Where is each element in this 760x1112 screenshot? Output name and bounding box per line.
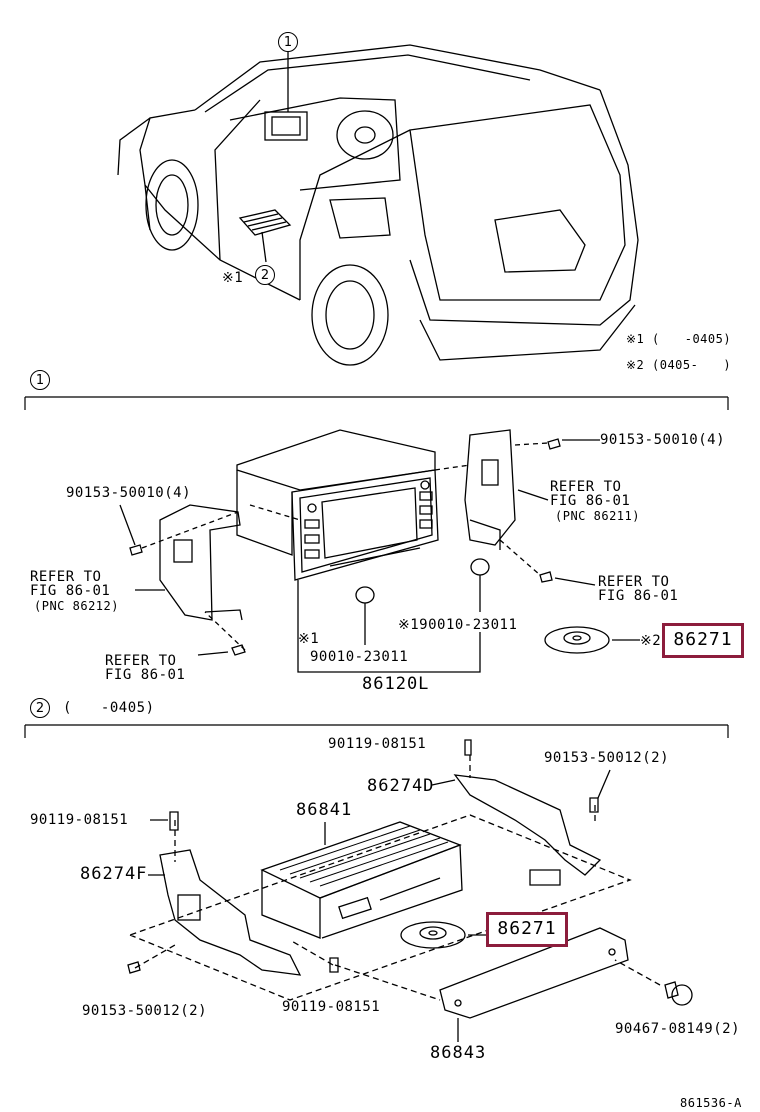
s2-bracket-left-label: 86274F xyxy=(80,864,148,884)
s1-disc-part-highlight: 86271 xyxy=(662,623,744,658)
s1-knob-left-mark: ※1 xyxy=(298,631,320,647)
s1-refer-right-bottom-l2: FIG 86-01 xyxy=(598,588,679,604)
section1-frame xyxy=(24,396,729,410)
s1-knob-right-label: ※190010-23011 xyxy=(398,617,518,633)
section2-frame xyxy=(24,724,729,738)
s1-knob-left-label: 90010-23011 xyxy=(310,649,409,665)
vehicle-illustration xyxy=(117,44,639,366)
s1-refer-right-top-l2: FIG 86-01 xyxy=(550,493,631,509)
section2-range: ( -0405) xyxy=(63,700,155,716)
s1-refer-bottom-left-l2: FIG 86-01 xyxy=(105,667,186,683)
s2-screw-right-label: 90153-50012(2) xyxy=(544,750,670,766)
s2-screw-left-label: 90153-50012(2) xyxy=(82,1003,208,1019)
s2-clip-label: 90467-08149(2) xyxy=(615,1021,741,1037)
figure-id: 861536-A xyxy=(680,1096,742,1110)
s2-bolt-top-label: 90119-08151 xyxy=(328,736,427,752)
callout-2-car: 2 xyxy=(255,265,275,285)
car-note-mark: ※1 xyxy=(222,270,244,286)
legend-note-1: ※1 ( -0405) xyxy=(626,332,732,346)
player-drawing xyxy=(127,739,693,1042)
s2-player-label: 86841 xyxy=(296,800,353,820)
s2-bolt-left-label: 90119-08151 xyxy=(30,812,129,828)
head-unit-drawing xyxy=(119,429,640,673)
s1-disc-mark: ※2 xyxy=(640,633,662,649)
callout-1-car: 1 xyxy=(278,32,298,52)
s1-refer-bottom-left-l1: REFER TO xyxy=(105,653,177,669)
s1-refer-right-bottom-l1: REFER TO xyxy=(598,574,670,590)
s2-bracket-right-label: 86274D xyxy=(367,776,435,796)
section2-callout: 2 xyxy=(30,698,50,718)
s2-bolt-bottom-label: 90119-08151 xyxy=(282,999,381,1015)
s1-refer-left-l1: REFER TO xyxy=(30,569,102,585)
s1-refer-right-top-l3: (PNC 86211) xyxy=(555,509,640,523)
s1-refer-right-top-l1: REFER TO xyxy=(550,479,622,495)
s1-screw-left-label: 90153-50010(4) xyxy=(66,485,192,501)
s2-cover-label: 86843 xyxy=(430,1043,487,1063)
s1-screw-right-label: 90153-50010(4) xyxy=(600,432,726,448)
s1-refer-left-l3: (PNC 86212) xyxy=(34,599,119,613)
s1-refer-left-l2: FIG 86-01 xyxy=(30,583,111,599)
s2-disc-part-highlight: 86271 xyxy=(486,912,568,947)
legend-note-2: ※2 (0405- ) xyxy=(626,358,732,372)
section1-callout: 1 xyxy=(30,370,50,390)
s1-unit-label: 86120L xyxy=(362,674,430,694)
